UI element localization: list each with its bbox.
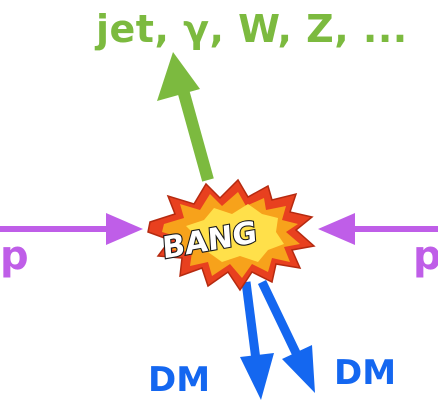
- proton-left-arrow: [0, 213, 143, 245]
- proton-left-label: p: [0, 233, 29, 279]
- proton-right-label: p: [413, 233, 438, 279]
- proton-right-arrow: [318, 213, 438, 245]
- dark-matter-label-2: DM: [334, 353, 397, 393]
- dark-matter-arrow-1: [240, 281, 274, 400]
- explosion-burst-icon: BANG: [147, 178, 316, 292]
- dark-matter-label-1: DM: [148, 360, 211, 400]
- products-arrow: [157, 52, 214, 182]
- dark-matter-arrow-2: [257, 280, 315, 393]
- products-label: jet, γ, W, Z, ...: [96, 7, 408, 51]
